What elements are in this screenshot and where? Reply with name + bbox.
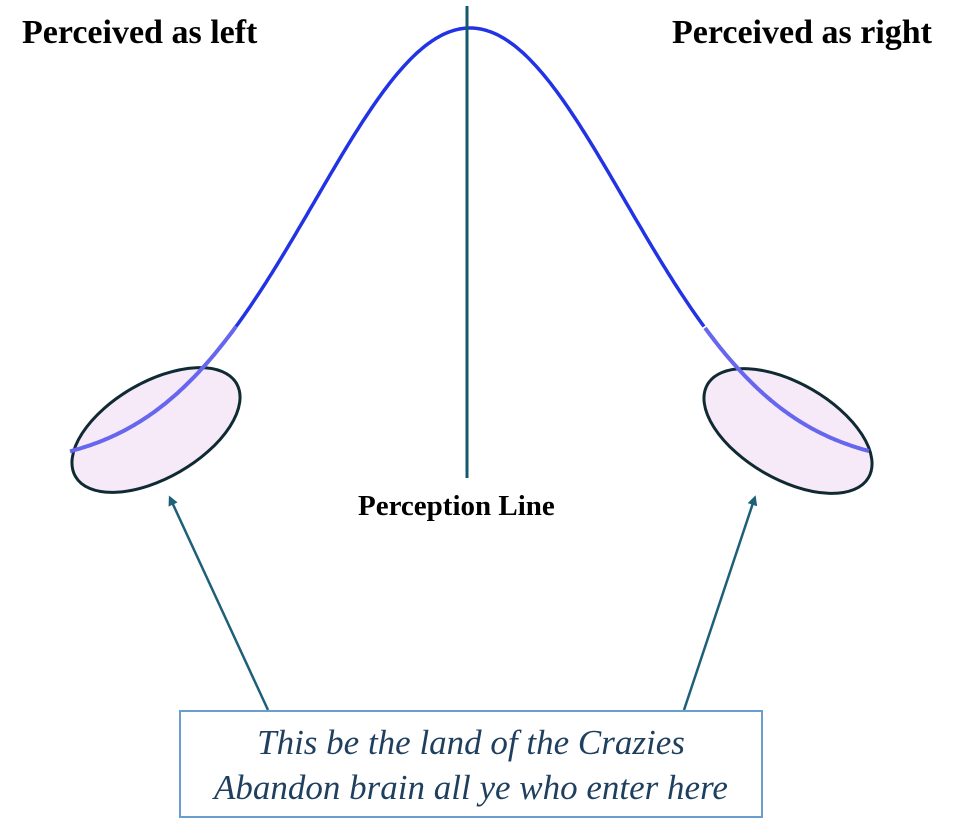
right-tail-ellipse <box>702 367 874 495</box>
right-arrow <box>682 495 758 711</box>
bell-curve <box>234 26 706 328</box>
left-arrow <box>168 495 270 711</box>
callout-line-2: Abandon brain all ye who enter here <box>214 768 728 807</box>
perceived-left-label: Perceived as left <box>22 14 258 51</box>
crazies-callout-box: This be the land of the Crazies Abandon … <box>179 710 763 818</box>
left-tail-ellipse <box>70 366 242 494</box>
right-tail-curve <box>703 326 870 453</box>
perception-line-label: Perception Line <box>358 490 555 522</box>
callout-line-1: This be the land of the Crazies <box>257 723 685 762</box>
left-tail-curve <box>69 325 238 454</box>
perceived-right-label: Perceived as right <box>672 14 932 51</box>
